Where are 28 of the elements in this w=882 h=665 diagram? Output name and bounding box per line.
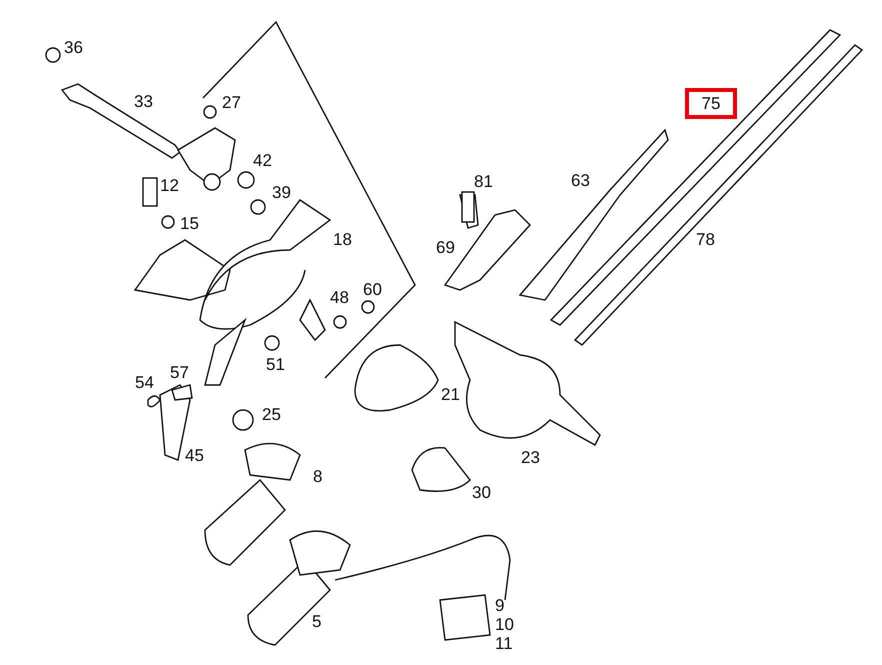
callout-number: 78	[696, 230, 715, 249]
callout-number: 36	[64, 38, 83, 57]
callout-number: 9	[495, 596, 504, 615]
callout-number: 5	[312, 612, 322, 631]
callout-number: 63	[571, 171, 590, 190]
callout-number: 51	[266, 355, 285, 374]
callout-number: 30	[472, 483, 491, 502]
callout-number: 57	[170, 363, 189, 382]
callout-number: 69	[436, 238, 455, 257]
callout-number: 39	[272, 183, 291, 202]
callout-number: 21	[441, 385, 460, 404]
callout-number: 45	[185, 446, 204, 465]
callout-number: 54	[135, 373, 154, 392]
callout-number: 60	[363, 280, 382, 299]
callout-number: 25	[262, 405, 281, 424]
callout-number: 33	[134, 92, 153, 111]
callout-number: 8	[313, 467, 322, 486]
callout-number: 18	[333, 230, 352, 249]
callout-number: 11	[495, 634, 513, 653]
callout-number: 27	[222, 93, 241, 112]
callout-number: 23	[521, 448, 540, 467]
callout-number: 12	[160, 176, 179, 195]
callout-number: 81	[474, 172, 493, 191]
callout-number: 15	[180, 214, 199, 233]
callout-number: 10	[495, 615, 514, 634]
callout-number: 42	[253, 151, 272, 170]
callout-number: 75	[685, 88, 737, 119]
callout-number: 48	[330, 288, 349, 307]
